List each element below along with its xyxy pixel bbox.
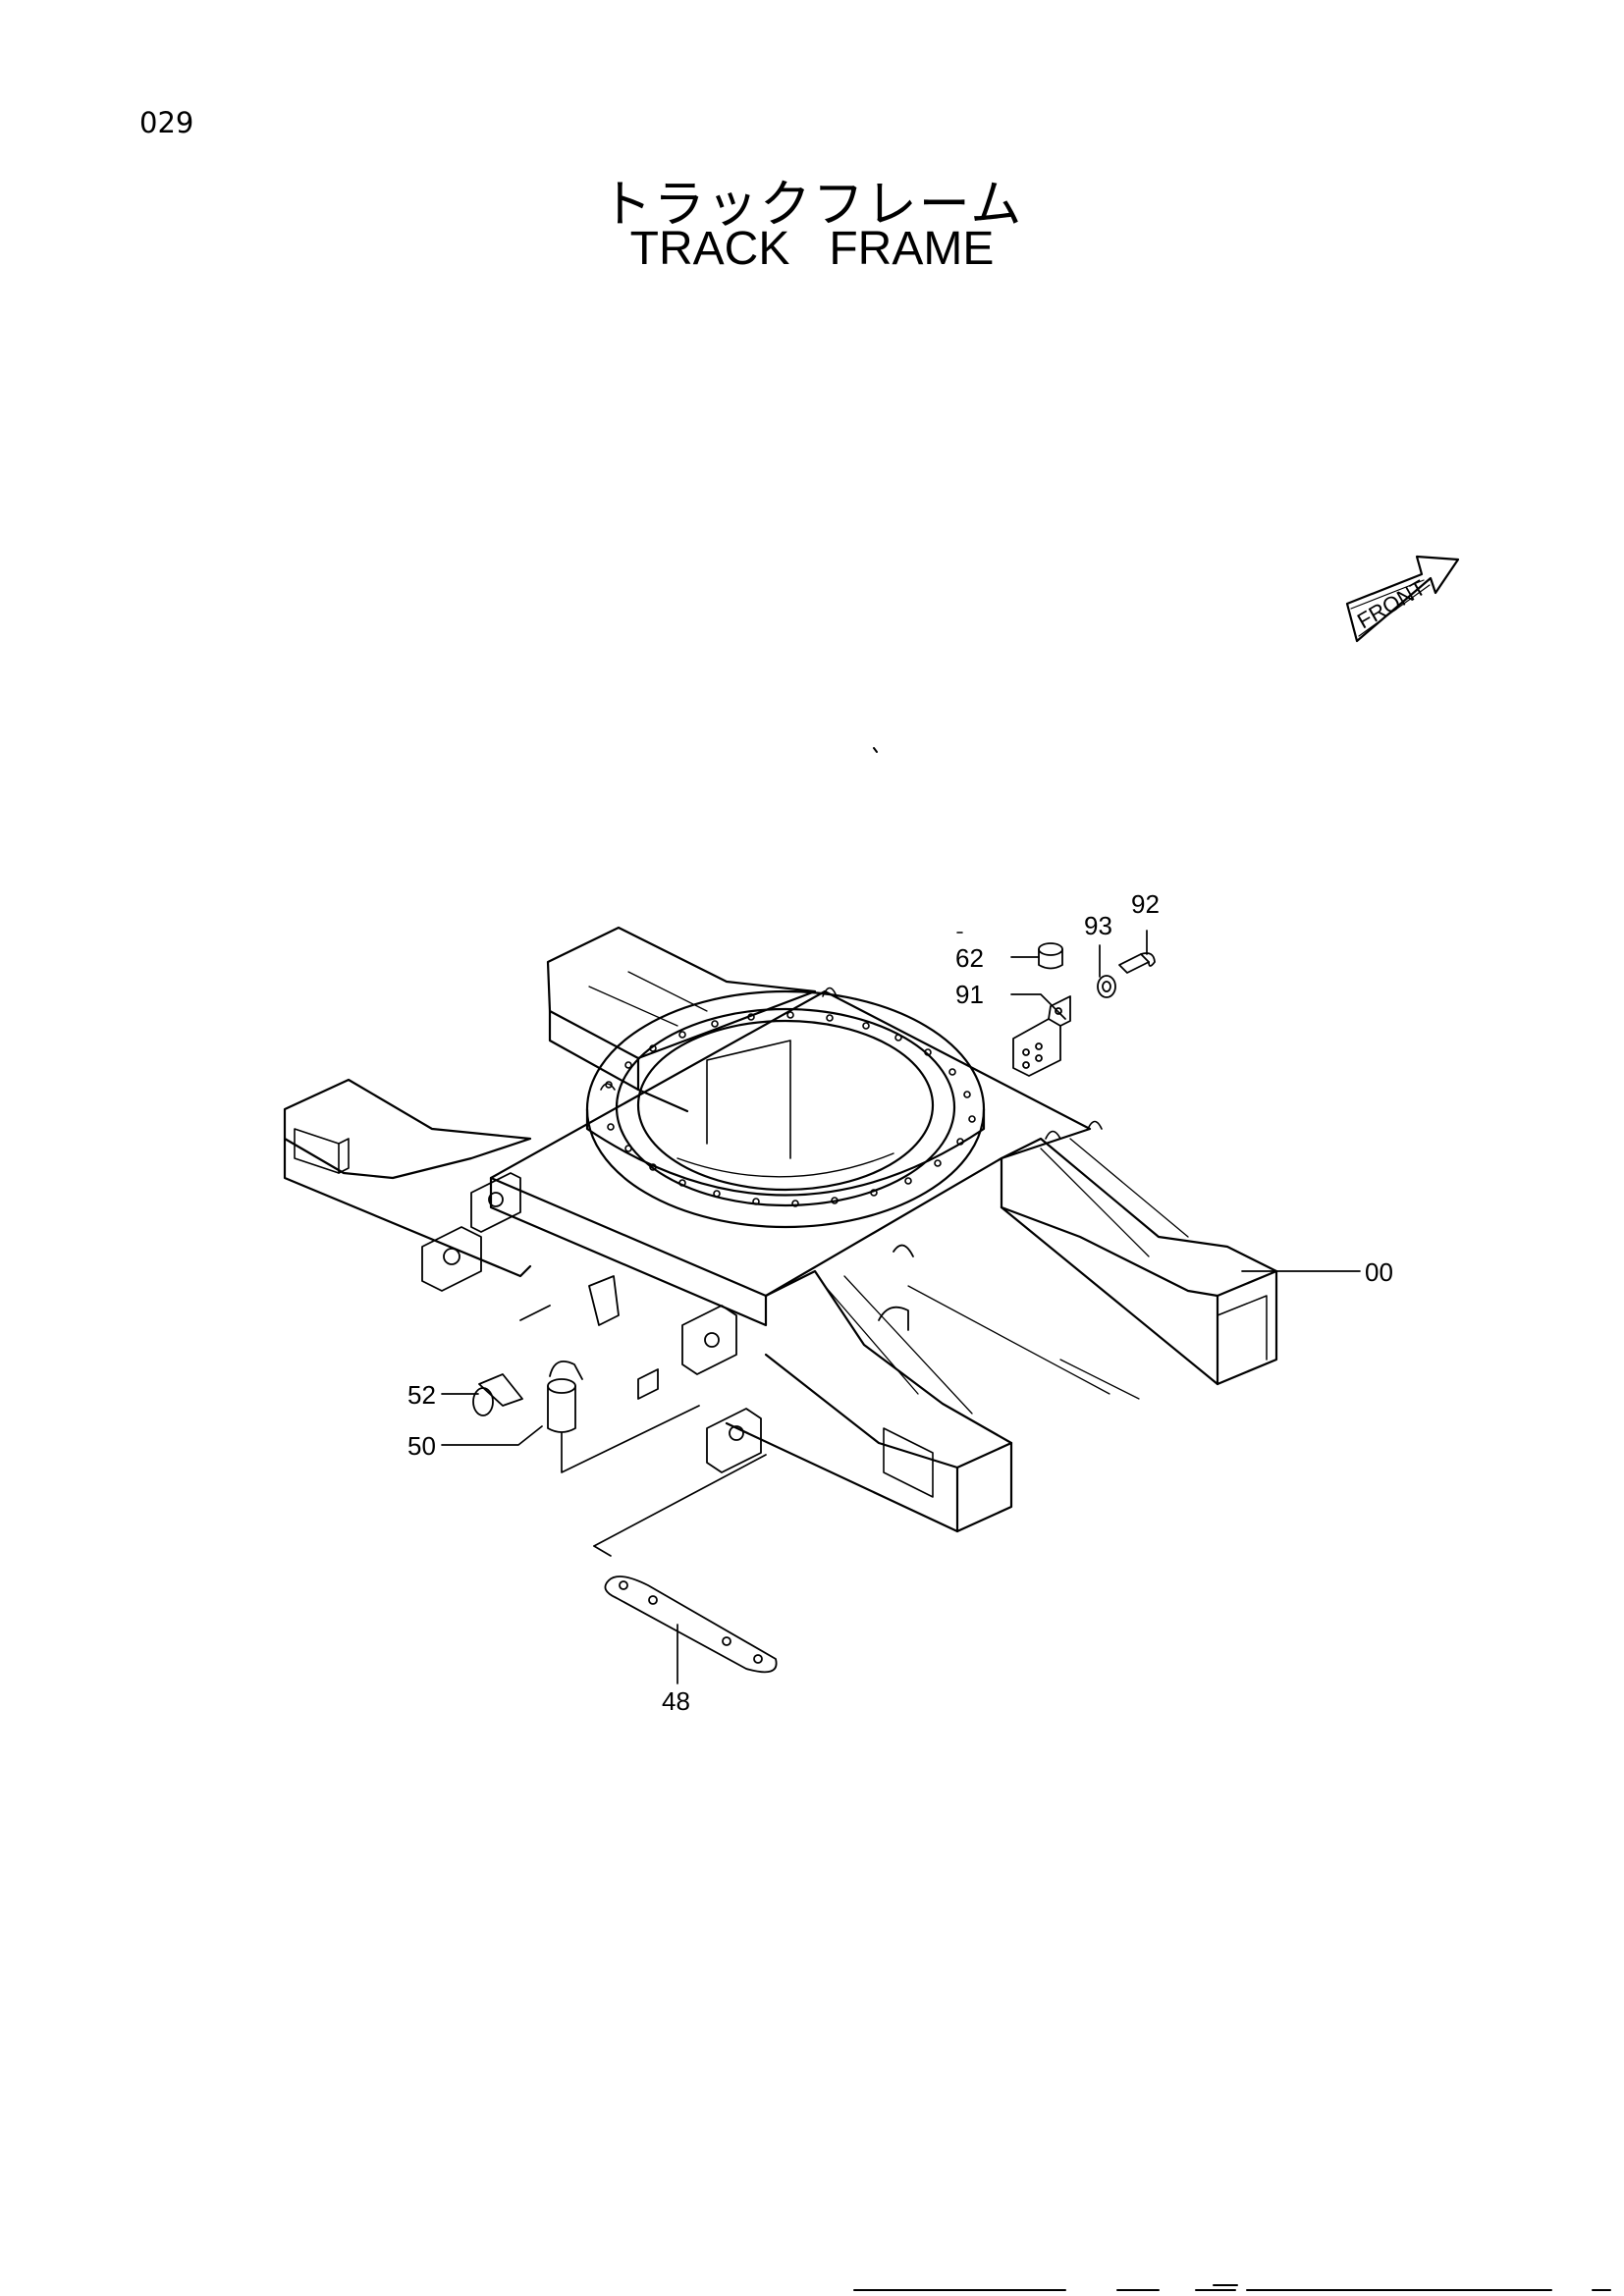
part-91-bracket-icon — [1012, 995, 1071, 1077]
part-62-cap-icon — [1038, 942, 1063, 970]
callout-62: 62 — [955, 943, 984, 973]
page-number: 029 — [139, 106, 194, 139]
title-english: TRACK FRAME — [629, 223, 995, 275]
footer-marks — [853, 2284, 1611, 2291]
part-92-bolt-icon — [1118, 952, 1156, 974]
callout-93: 93 — [1084, 911, 1112, 940]
front-arrow-icon: FRONT — [1345, 555, 1460, 643]
part-52-clip-icon — [472, 1373, 523, 1416]
part-50-pin-icon — [547, 1361, 583, 1433]
front-arrow-label: FRONT — [1353, 575, 1430, 634]
part-48-plate-icon — [604, 1575, 778, 1674]
title-japanese: トラックフレーム — [600, 176, 1024, 235]
leader-lines — [441, 930, 1361, 1684]
callout-50: 50 — [407, 1431, 436, 1461]
callout-00: 00 — [1365, 1257, 1393, 1287]
callout-48: 48 — [662, 1686, 690, 1716]
track-frame-body — [283, 926, 1278, 1533]
callout-52: 52 — [407, 1380, 436, 1410]
callout-91: 91 — [955, 980, 984, 1009]
callout-92: 92 — [1131, 889, 1160, 919]
ring-bolt-holes — [605, 1011, 976, 1207]
part-93-washer-icon — [1097, 975, 1116, 998]
